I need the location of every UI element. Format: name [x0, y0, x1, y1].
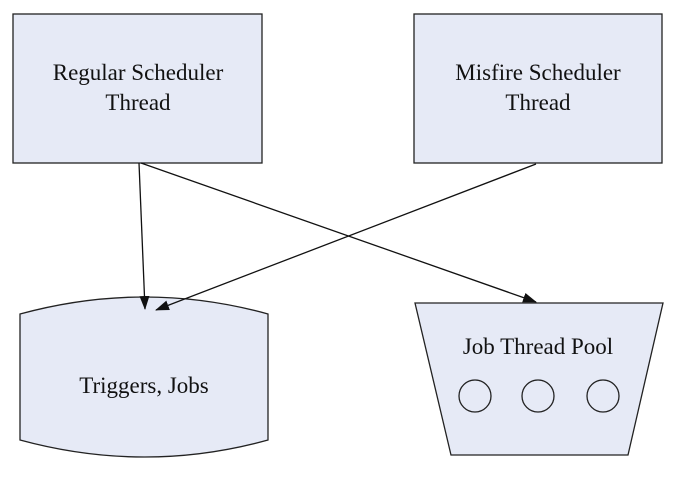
misfire-scheduler-node: Misfire Scheduler Thread — [413, 13, 663, 164]
misfire-scheduler-label-line2: Thread — [505, 90, 571, 115]
job-thread-pool-node: Job Thread Pool — [414, 302, 664, 456]
triggers-jobs-store-shape — [19, 296, 269, 458]
arrow-regular-to-pool — [140, 162, 537, 303]
worker-thread-circle — [586, 379, 620, 413]
misfire-scheduler-box — [413, 13, 663, 164]
triggers-jobs-store-label: Triggers, Jobs — [79, 373, 209, 398]
arrow-misfire-to-store — [155, 163, 537, 311]
triggers-jobs-store-node: Triggers, Jobs — [19, 296, 269, 458]
misfire-scheduler-label-line1: Misfire Scheduler — [455, 60, 621, 85]
regular-scheduler-label-line1: Regular Scheduler — [53, 60, 224, 85]
regular-scheduler-box — [12, 13, 263, 164]
regular-scheduler-label-line2: Thread — [105, 90, 171, 115]
job-thread-pool-shape — [414, 302, 664, 456]
worker-thread-circle — [521, 379, 555, 413]
arrow-regular-to-store — [138, 162, 150, 310]
regular-scheduler-node: Regular Scheduler Thread — [12, 13, 263, 164]
job-thread-pool-label: Job Thread Pool — [463, 334, 613, 359]
worker-thread-circle — [458, 379, 492, 413]
